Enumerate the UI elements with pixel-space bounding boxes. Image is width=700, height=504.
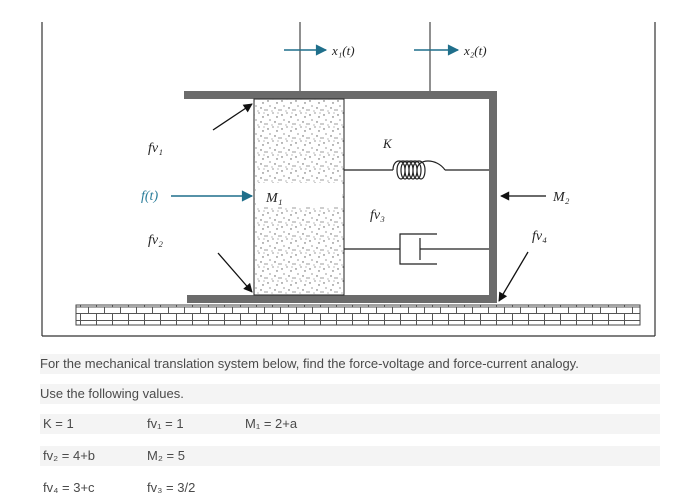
- value-k: K = 1: [43, 416, 74, 431]
- x1-label: x₁(t): [331, 43, 355, 58]
- fv4-contact-arrow: [498, 251, 529, 302]
- value-fv4: fv₄ = 3+c: [43, 480, 95, 495]
- spring-k: [344, 160, 489, 180]
- m1-label-gap: [256, 183, 342, 207]
- value-fv2: fv₂ = 4+b: [43, 448, 96, 463]
- fv1-label: fv₁: [148, 141, 163, 156]
- value-fv1: fv₁ = 1: [147, 416, 184, 431]
- m2-bottom-bar: [187, 295, 497, 303]
- force-ft-label: f(t): [141, 189, 158, 204]
- x2-label: x₂(t): [463, 43, 487, 58]
- values-row-1: K = 1 fv₁ = 1 M₁ = 2+a: [40, 414, 660, 434]
- fv3-label: fv₃: [370, 208, 385, 223]
- values-row-2: fv₂ = 4+b M₂ = 5: [40, 446, 660, 466]
- m2-label: M₂: [552, 190, 570, 205]
- fv4-label: fv₄: [532, 229, 547, 244]
- m2-top-bar: [184, 91, 497, 99]
- fv2-label: fv₂: [148, 233, 163, 248]
- m1-label: M₁: [265, 191, 283, 206]
- value-m1: M₁ = 2+a: [245, 416, 298, 431]
- damper-fv3: [344, 233, 489, 265]
- mechanical-system-diagram: x₁(t) x₂(t) K fv₁ f(t) M₁ fv₃ M₂ fv₂ fv₄: [41, 22, 656, 337]
- problem-statement: For the mechanical translation system be…: [40, 354, 660, 374]
- value-fv3: fv₃ = 3/2: [147, 480, 196, 495]
- k-label: K: [382, 136, 393, 151]
- value-m2: M₂ = 5: [147, 448, 185, 463]
- problem-instruction: Use the following values.: [40, 384, 660, 404]
- fv2-contact-arrow: [217, 252, 253, 293]
- ground-hatching: [75, 304, 641, 326]
- m2-right-bar: [489, 91, 497, 302]
- fv1-contact-arrow: [212, 103, 253, 131]
